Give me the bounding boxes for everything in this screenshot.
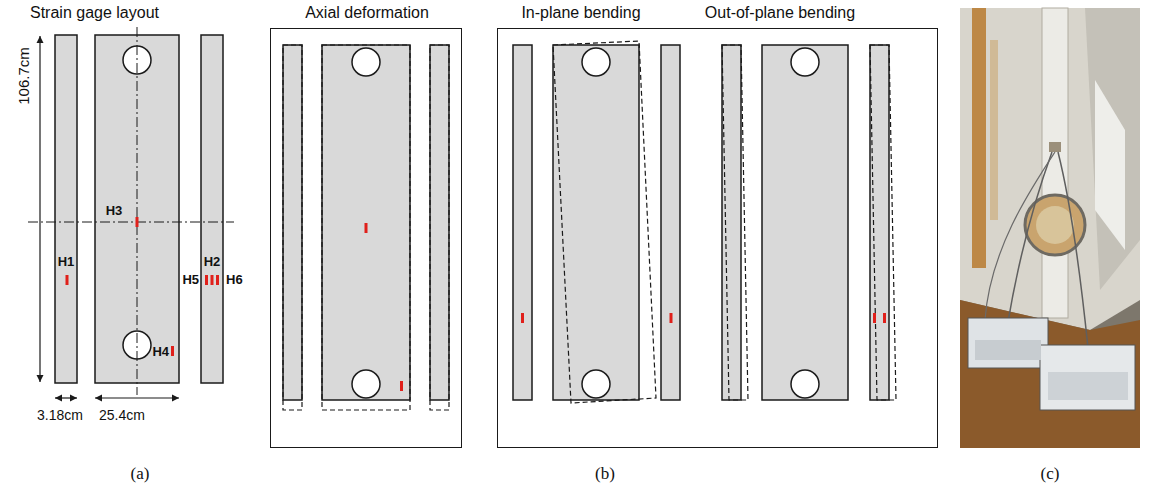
strain-gage <box>365 223 404 391</box>
gusset-plate <box>661 45 680 400</box>
field-photo <box>1040 345 1135 410</box>
strain-gage <box>883 313 886 323</box>
strain-gage <box>521 313 673 323</box>
strain-gage <box>66 275 69 285</box>
deformed-outline <box>553 41 656 403</box>
panel-letter: (a) <box>131 464 150 484</box>
deformed-outline <box>322 45 410 410</box>
strain-gage <box>873 313 876 323</box>
bolt-hole <box>791 48 819 76</box>
strain-gage <box>66 217 220 356</box>
field-photo <box>1036 206 1074 244</box>
bolt-hole <box>791 370 819 398</box>
gusset-plate <box>430 45 449 400</box>
bolt-hole <box>352 48 380 76</box>
field-photo <box>1049 142 1061 152</box>
strain-gage <box>171 346 174 356</box>
gusset-plate <box>283 45 449 400</box>
panel-letter: (b) <box>595 464 615 484</box>
panel-title: Strain gage layout <box>30 4 159 22</box>
mode-title: Axial deformation <box>305 4 429 22</box>
field-photo <box>1008 152 1052 322</box>
field-photo <box>990 40 998 220</box>
field-photo <box>1095 80 1125 250</box>
gusset-plate <box>870 45 889 400</box>
dimension-line <box>95 397 179 398</box>
bolt-hole <box>352 48 380 398</box>
strain-gage <box>400 381 403 391</box>
field-photo <box>1042 8 1068 318</box>
deformed-outline <box>722 45 748 400</box>
deformed-outline <box>430 45 449 410</box>
gusset-plate <box>762 45 848 400</box>
strain-gage <box>365 223 368 233</box>
strain-gage <box>216 275 219 285</box>
gusset-plate <box>55 35 77 383</box>
bolt-hole <box>352 370 380 398</box>
deformed-outline <box>283 45 449 410</box>
field-photo <box>968 318 1048 368</box>
strain-gage <box>521 313 524 323</box>
field-photo <box>972 8 986 268</box>
gage-label: H6 <box>226 273 243 288</box>
center-line <box>137 27 138 395</box>
field-photo <box>1048 372 1128 400</box>
dimension-label: 25.4cm <box>99 407 145 423</box>
deformed-outline <box>722 45 896 400</box>
gusset-plate <box>322 45 410 400</box>
dimension-label: 3.18cm <box>37 407 83 423</box>
field-photo <box>960 8 1140 330</box>
gusset-plate <box>722 45 889 400</box>
deformed-outline <box>870 45 896 400</box>
gage-label: H4 <box>152 345 169 360</box>
strain-gage <box>211 275 214 285</box>
bolt-hole <box>791 48 819 398</box>
deformation-panel: Axial deformation <box>270 28 462 448</box>
bolt-hole <box>582 48 610 76</box>
dimension-line <box>55 397 77 398</box>
deformed-outline <box>283 45 302 410</box>
field-photo <box>960 300 1140 448</box>
center-line <box>28 27 234 395</box>
bolt-hole <box>582 370 610 398</box>
strain-gage <box>670 313 673 323</box>
gusset-plate <box>283 45 302 400</box>
deformation-panel: In-plane bendingOut-of-plane bending <box>497 28 938 448</box>
strain-gage <box>873 313 886 323</box>
bolt-hole <box>582 48 610 398</box>
panel-letter: (c) <box>1041 464 1060 484</box>
dimension-line <box>39 36 40 382</box>
field-photo <box>960 8 1140 448</box>
dimension-line <box>40 36 179 398</box>
gusset-plate <box>55 35 223 383</box>
strain-gage <box>136 217 139 227</box>
field-photo <box>1058 152 1088 348</box>
gusset-plate <box>553 45 639 400</box>
gusset-plate <box>513 45 532 400</box>
gage-label: H2 <box>204 255 221 270</box>
gusset-plate <box>513 45 680 400</box>
gage-label: H5 <box>182 273 199 288</box>
deformed-outline <box>553 41 656 403</box>
field-photo <box>985 152 1055 320</box>
center-line <box>28 222 234 223</box>
field-photo <box>1085 8 1140 290</box>
strain-gage <box>205 275 208 285</box>
gusset-plate <box>722 45 741 400</box>
field-photo <box>975 340 1041 360</box>
gusset-plate <box>201 35 223 383</box>
gage-label: H3 <box>106 204 123 219</box>
dimension-label: 106.7cm <box>15 47 32 105</box>
mode-title: In-plane bending <box>521 4 640 22</box>
mode-title: Out-of-plane bending <box>705 4 855 22</box>
gage-label: H1 <box>58 255 75 270</box>
field-photo <box>960 8 1140 448</box>
